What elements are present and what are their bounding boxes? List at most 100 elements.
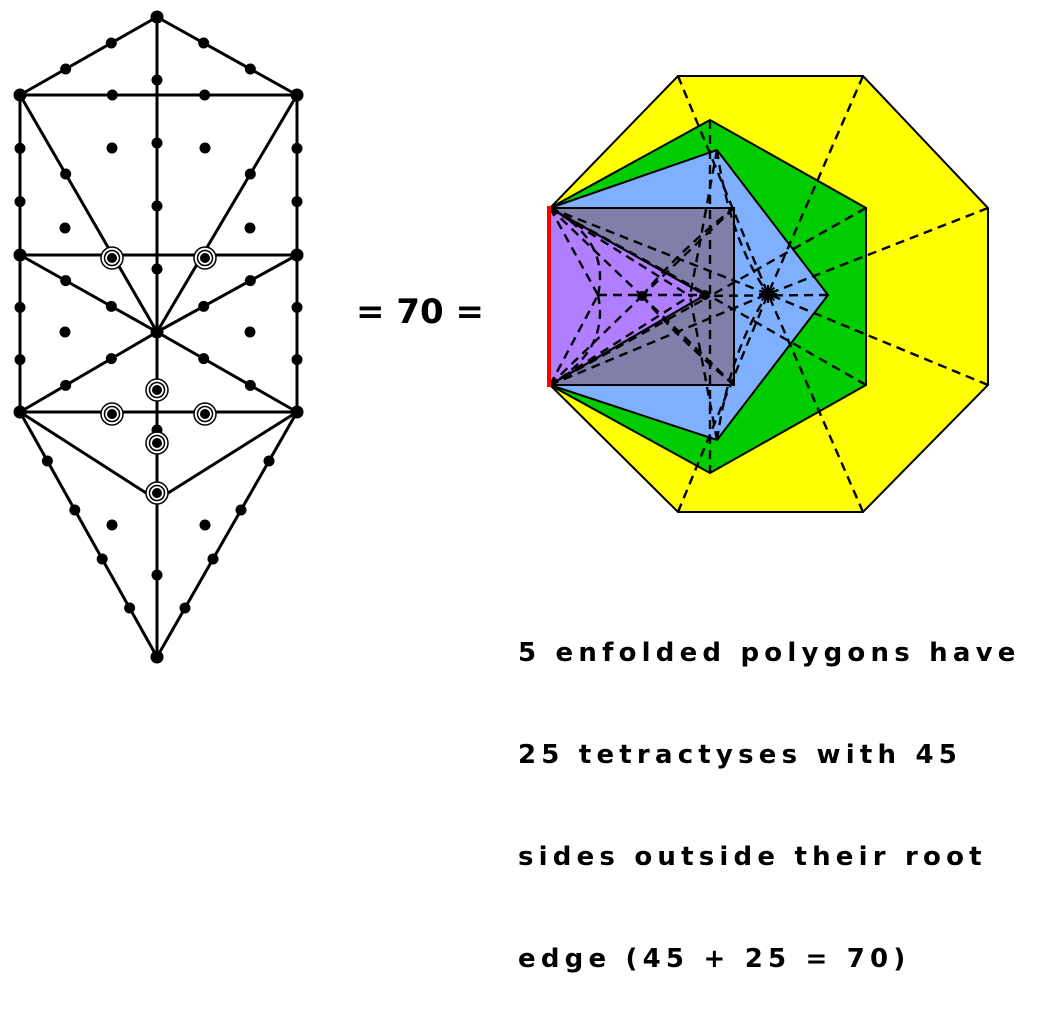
yod-dot xyxy=(60,379,72,391)
yod-dot xyxy=(244,63,256,75)
tetractys-edge xyxy=(688,149,719,297)
yod-dot xyxy=(199,519,211,531)
yod-dot xyxy=(151,569,163,581)
yod-dot xyxy=(291,354,303,366)
yod-dot xyxy=(105,37,117,49)
centre-star-ray xyxy=(760,286,769,295)
tetractys-edge xyxy=(548,294,600,386)
yod-dot xyxy=(106,519,118,531)
triangle-edge xyxy=(549,207,706,296)
tree-path xyxy=(155,330,299,414)
yod-dot xyxy=(13,405,27,419)
equation-label: = 70 = xyxy=(356,292,484,332)
tetractys-edge xyxy=(641,295,735,386)
tree-path xyxy=(155,253,299,334)
hexagonal-yod-dot xyxy=(107,253,117,263)
yod-dot xyxy=(151,74,163,86)
centre-star-ray xyxy=(767,286,776,295)
tetractys-edge xyxy=(549,292,769,387)
tree-path xyxy=(155,410,299,502)
caption-line: 5 enfolded polygons have xyxy=(518,638,1021,668)
tree-path xyxy=(18,410,159,659)
yod-dot xyxy=(290,88,304,102)
hexagonal-yod-dot xyxy=(152,488,162,498)
tetractys-edge xyxy=(689,293,829,298)
yod-dot xyxy=(59,222,71,234)
yod-dot xyxy=(105,353,117,365)
yod-dot xyxy=(291,142,303,154)
yod-dot xyxy=(41,455,53,467)
yod-dot xyxy=(263,455,275,467)
yod-dot xyxy=(244,168,256,180)
tetractys-edge xyxy=(549,206,769,296)
tetractys-curve xyxy=(641,295,735,386)
yod-dot xyxy=(198,37,210,49)
tree-path xyxy=(18,330,159,414)
yod-dot xyxy=(179,602,191,614)
centre-star-ray xyxy=(767,293,776,302)
tree-path xyxy=(18,93,159,334)
yod-dot xyxy=(14,142,26,154)
caption-line: 25 tetractyses with 45 xyxy=(518,740,963,770)
tree-of-life-diagram xyxy=(13,10,304,664)
tetractys-edge xyxy=(641,207,735,297)
yod-dot xyxy=(151,263,163,275)
tetractys-edge xyxy=(549,295,643,386)
polygon-solid-lines xyxy=(549,207,706,386)
yod-dot xyxy=(14,196,26,208)
yod-dot xyxy=(60,275,72,287)
caption-line: sides outside their root xyxy=(518,842,987,872)
tetractys-edge xyxy=(767,206,989,296)
yod-dot xyxy=(150,325,164,339)
yod-dot xyxy=(290,405,304,419)
tetractys-edge xyxy=(676,75,770,295)
caption-text: 5 enfolded polygons have 25 tetractyses … xyxy=(518,568,1038,1010)
tetractys-curve xyxy=(641,207,735,297)
yod-dot xyxy=(59,326,71,338)
tetractys-edge xyxy=(767,292,989,387)
yod-dot xyxy=(151,137,163,149)
yod-dot xyxy=(235,504,247,516)
tetractys-edge xyxy=(766,293,865,513)
tetractys-edge xyxy=(549,294,691,387)
yod-dot xyxy=(244,222,256,234)
polygon-centres xyxy=(637,285,777,303)
yod-dot xyxy=(198,300,210,312)
triangle-edge xyxy=(549,294,706,386)
tetractys-edge xyxy=(766,75,865,295)
yod-dot xyxy=(106,89,118,101)
tree-path xyxy=(18,253,159,334)
yod-dot xyxy=(198,353,210,365)
polygon-centre-dot xyxy=(700,290,710,300)
yod-dot xyxy=(105,300,117,312)
tetractys-dashed-lines xyxy=(548,75,989,513)
tree-path xyxy=(18,15,159,97)
hexagonal-yod-dot xyxy=(200,253,210,263)
yod-dot xyxy=(150,650,164,664)
yod-dot xyxy=(69,504,81,516)
yod-dot xyxy=(60,168,72,180)
yod-dot xyxy=(199,142,211,154)
yod-dot xyxy=(96,553,108,565)
enfolded-polygons-diagram xyxy=(547,75,989,513)
yod-dot xyxy=(150,10,164,24)
tetractys-edge xyxy=(676,293,770,513)
tetractys-edge xyxy=(548,207,600,296)
tetractys-curve xyxy=(715,293,769,441)
yod-dot xyxy=(207,553,219,565)
yod-dot xyxy=(60,63,72,75)
tree-path xyxy=(155,93,299,334)
tetractys-edge xyxy=(549,206,691,298)
tree-path xyxy=(155,15,299,97)
tree-path xyxy=(155,410,299,659)
hexagonal-yod-dot xyxy=(152,438,162,448)
tree-path xyxy=(18,410,159,502)
yod-dot xyxy=(291,301,303,313)
centre-star-ray xyxy=(760,293,769,302)
yod-dot xyxy=(244,379,256,391)
hexagonal-yod-dot xyxy=(200,409,210,419)
tetractys-edge xyxy=(688,295,719,441)
yod-dot xyxy=(244,326,256,338)
yod-dot xyxy=(124,602,136,614)
yod-dot xyxy=(199,89,211,101)
